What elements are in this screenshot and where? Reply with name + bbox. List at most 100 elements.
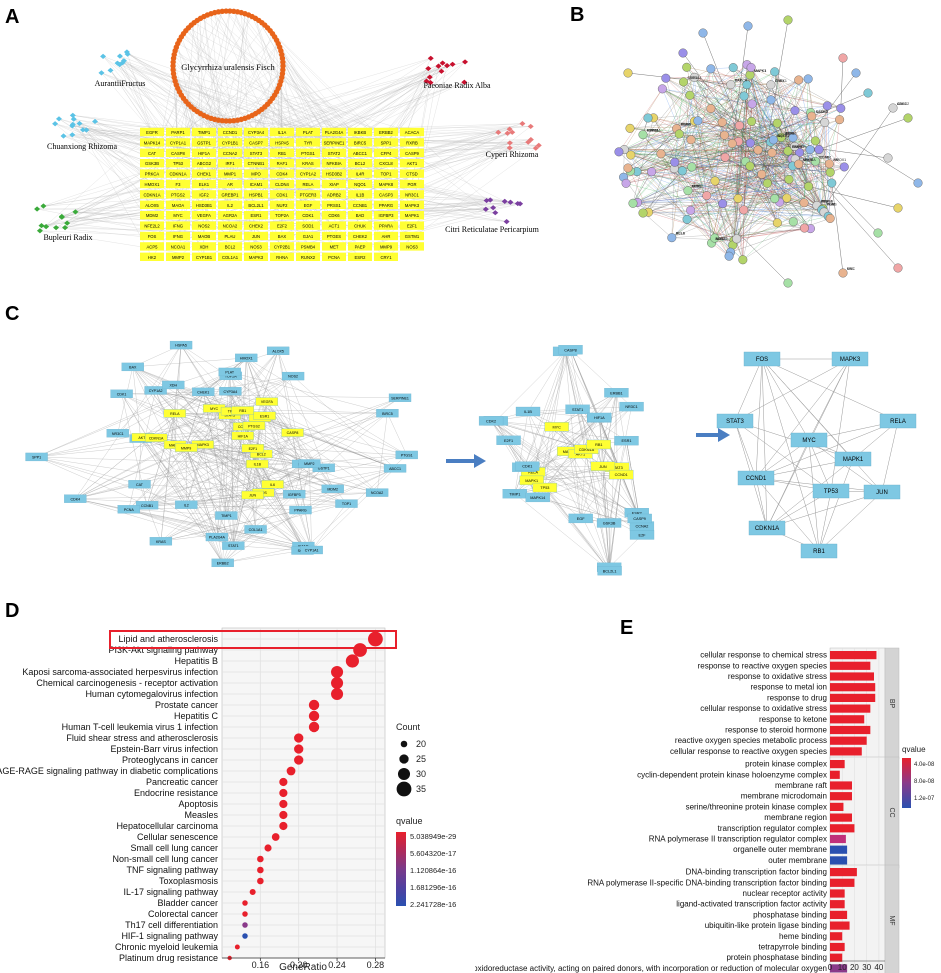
edge bbox=[711, 227, 805, 244]
protein-label: HSPB1 bbox=[647, 129, 659, 133]
target-node bbox=[348, 252, 372, 261]
target-label: AR bbox=[227, 182, 233, 187]
target-label: IFNG bbox=[173, 224, 183, 229]
edge bbox=[761, 19, 789, 175]
target-label: NFE2L2 bbox=[144, 224, 160, 229]
edge bbox=[186, 408, 215, 505]
pathway-dot bbox=[294, 744, 304, 754]
protein-node bbox=[747, 99, 757, 109]
target-label: KRAS bbox=[302, 161, 314, 166]
pathway-label: Pancreatic cancer bbox=[146, 777, 218, 787]
edge bbox=[626, 440, 640, 519]
edge bbox=[359, 212, 496, 247]
edge bbox=[774, 71, 824, 209]
edge bbox=[724, 157, 829, 217]
ppi-node bbox=[312, 463, 335, 472]
pathway-dot bbox=[257, 866, 264, 874]
edge bbox=[281, 203, 518, 216]
ppi-node bbox=[246, 459, 269, 469]
target-node bbox=[400, 242, 424, 251]
target-node bbox=[166, 169, 190, 178]
protein-node bbox=[734, 121, 744, 131]
pathway-dot bbox=[271, 833, 280, 841]
ppi-node-label: COL1A1 bbox=[249, 528, 263, 532]
herb-node-cyperi bbox=[525, 139, 532, 145]
x-axis-label: GeneRatio bbox=[279, 962, 327, 973]
protein-label: RELA bbox=[676, 232, 686, 236]
ppi-node-label: TOP1 bbox=[342, 502, 351, 506]
protein-node bbox=[820, 117, 830, 127]
edge bbox=[58, 118, 153, 143]
target-node bbox=[244, 138, 268, 147]
target-label: CCNB1 bbox=[353, 203, 368, 208]
edge bbox=[186, 492, 378, 505]
target-node bbox=[348, 200, 372, 209]
go-bar bbox=[830, 856, 848, 865]
edge bbox=[743, 64, 748, 97]
target-label: NCOA2 bbox=[223, 224, 238, 229]
hub-node bbox=[831, 351, 869, 367]
edge bbox=[229, 371, 388, 414]
ppi-node bbox=[117, 505, 140, 514]
herb-node-paeoniae bbox=[427, 55, 434, 61]
herb-node-center bbox=[219, 8, 225, 15]
protein-node bbox=[839, 162, 849, 172]
ppi-node bbox=[365, 488, 389, 497]
pathway-label: Cellular senescence bbox=[137, 832, 218, 842]
target-node bbox=[140, 127, 164, 137]
protein-node bbox=[825, 213, 835, 223]
herb-node-center bbox=[280, 63, 286, 69]
edge bbox=[743, 209, 829, 217]
edge bbox=[174, 444, 303, 551]
edge bbox=[636, 143, 733, 172]
target-label: MAPK3 bbox=[249, 255, 264, 260]
go-term-label: heme binding bbox=[779, 932, 827, 941]
panel-letter-c: C bbox=[5, 303, 20, 325]
edge bbox=[128, 509, 304, 547]
edge bbox=[230, 391, 324, 468]
edge bbox=[831, 183, 844, 274]
edge bbox=[774, 71, 794, 138]
edge bbox=[739, 125, 790, 180]
protein-node bbox=[686, 135, 696, 145]
edge bbox=[376, 413, 388, 493]
ppi-node-label: TOP2A bbox=[225, 374, 237, 378]
ppi-node bbox=[574, 444, 599, 454]
herb-label-aurantii: AurantiiFructus bbox=[95, 79, 146, 88]
edge bbox=[569, 451, 610, 568]
edge bbox=[514, 411, 529, 494]
ppi-node-label: CCNA2 bbox=[635, 525, 648, 529]
edge bbox=[662, 88, 691, 96]
ppi-node-label: XDH bbox=[170, 384, 178, 388]
go-term-label: response to ketone bbox=[759, 715, 828, 724]
target-node bbox=[322, 169, 346, 178]
target-node bbox=[244, 159, 268, 168]
herb-node-center bbox=[170, 67, 176, 73]
edge bbox=[577, 409, 604, 467]
protein-node bbox=[772, 118, 782, 128]
protein-node bbox=[623, 163, 633, 173]
edge bbox=[624, 120, 698, 150]
protein-node bbox=[621, 178, 631, 188]
target-node bbox=[244, 200, 268, 209]
pathway-label: Fluid shear stress and atherosclerosis bbox=[66, 733, 218, 743]
target-node bbox=[296, 221, 320, 230]
target-label: SERPINE1 bbox=[324, 140, 345, 145]
edge bbox=[564, 351, 587, 450]
edge bbox=[75, 410, 233, 499]
protein-node bbox=[687, 162, 697, 172]
edge bbox=[128, 410, 233, 510]
ppi-node bbox=[219, 387, 242, 396]
pathway-label: Non-small cell lung cancer bbox=[112, 854, 218, 864]
edge bbox=[231, 350, 279, 412]
go-bar bbox=[830, 725, 871, 735]
protein-node bbox=[738, 255, 748, 265]
go-term-label: protein phosphatase binding bbox=[726, 953, 827, 962]
target-label: MPO bbox=[251, 172, 261, 177]
protein-node bbox=[614, 147, 624, 157]
target-label: MET bbox=[330, 244, 339, 249]
edge bbox=[142, 437, 264, 493]
protein-label: CASP3 bbox=[816, 110, 828, 114]
protein-node bbox=[710, 233, 720, 243]
target-node bbox=[400, 148, 424, 157]
